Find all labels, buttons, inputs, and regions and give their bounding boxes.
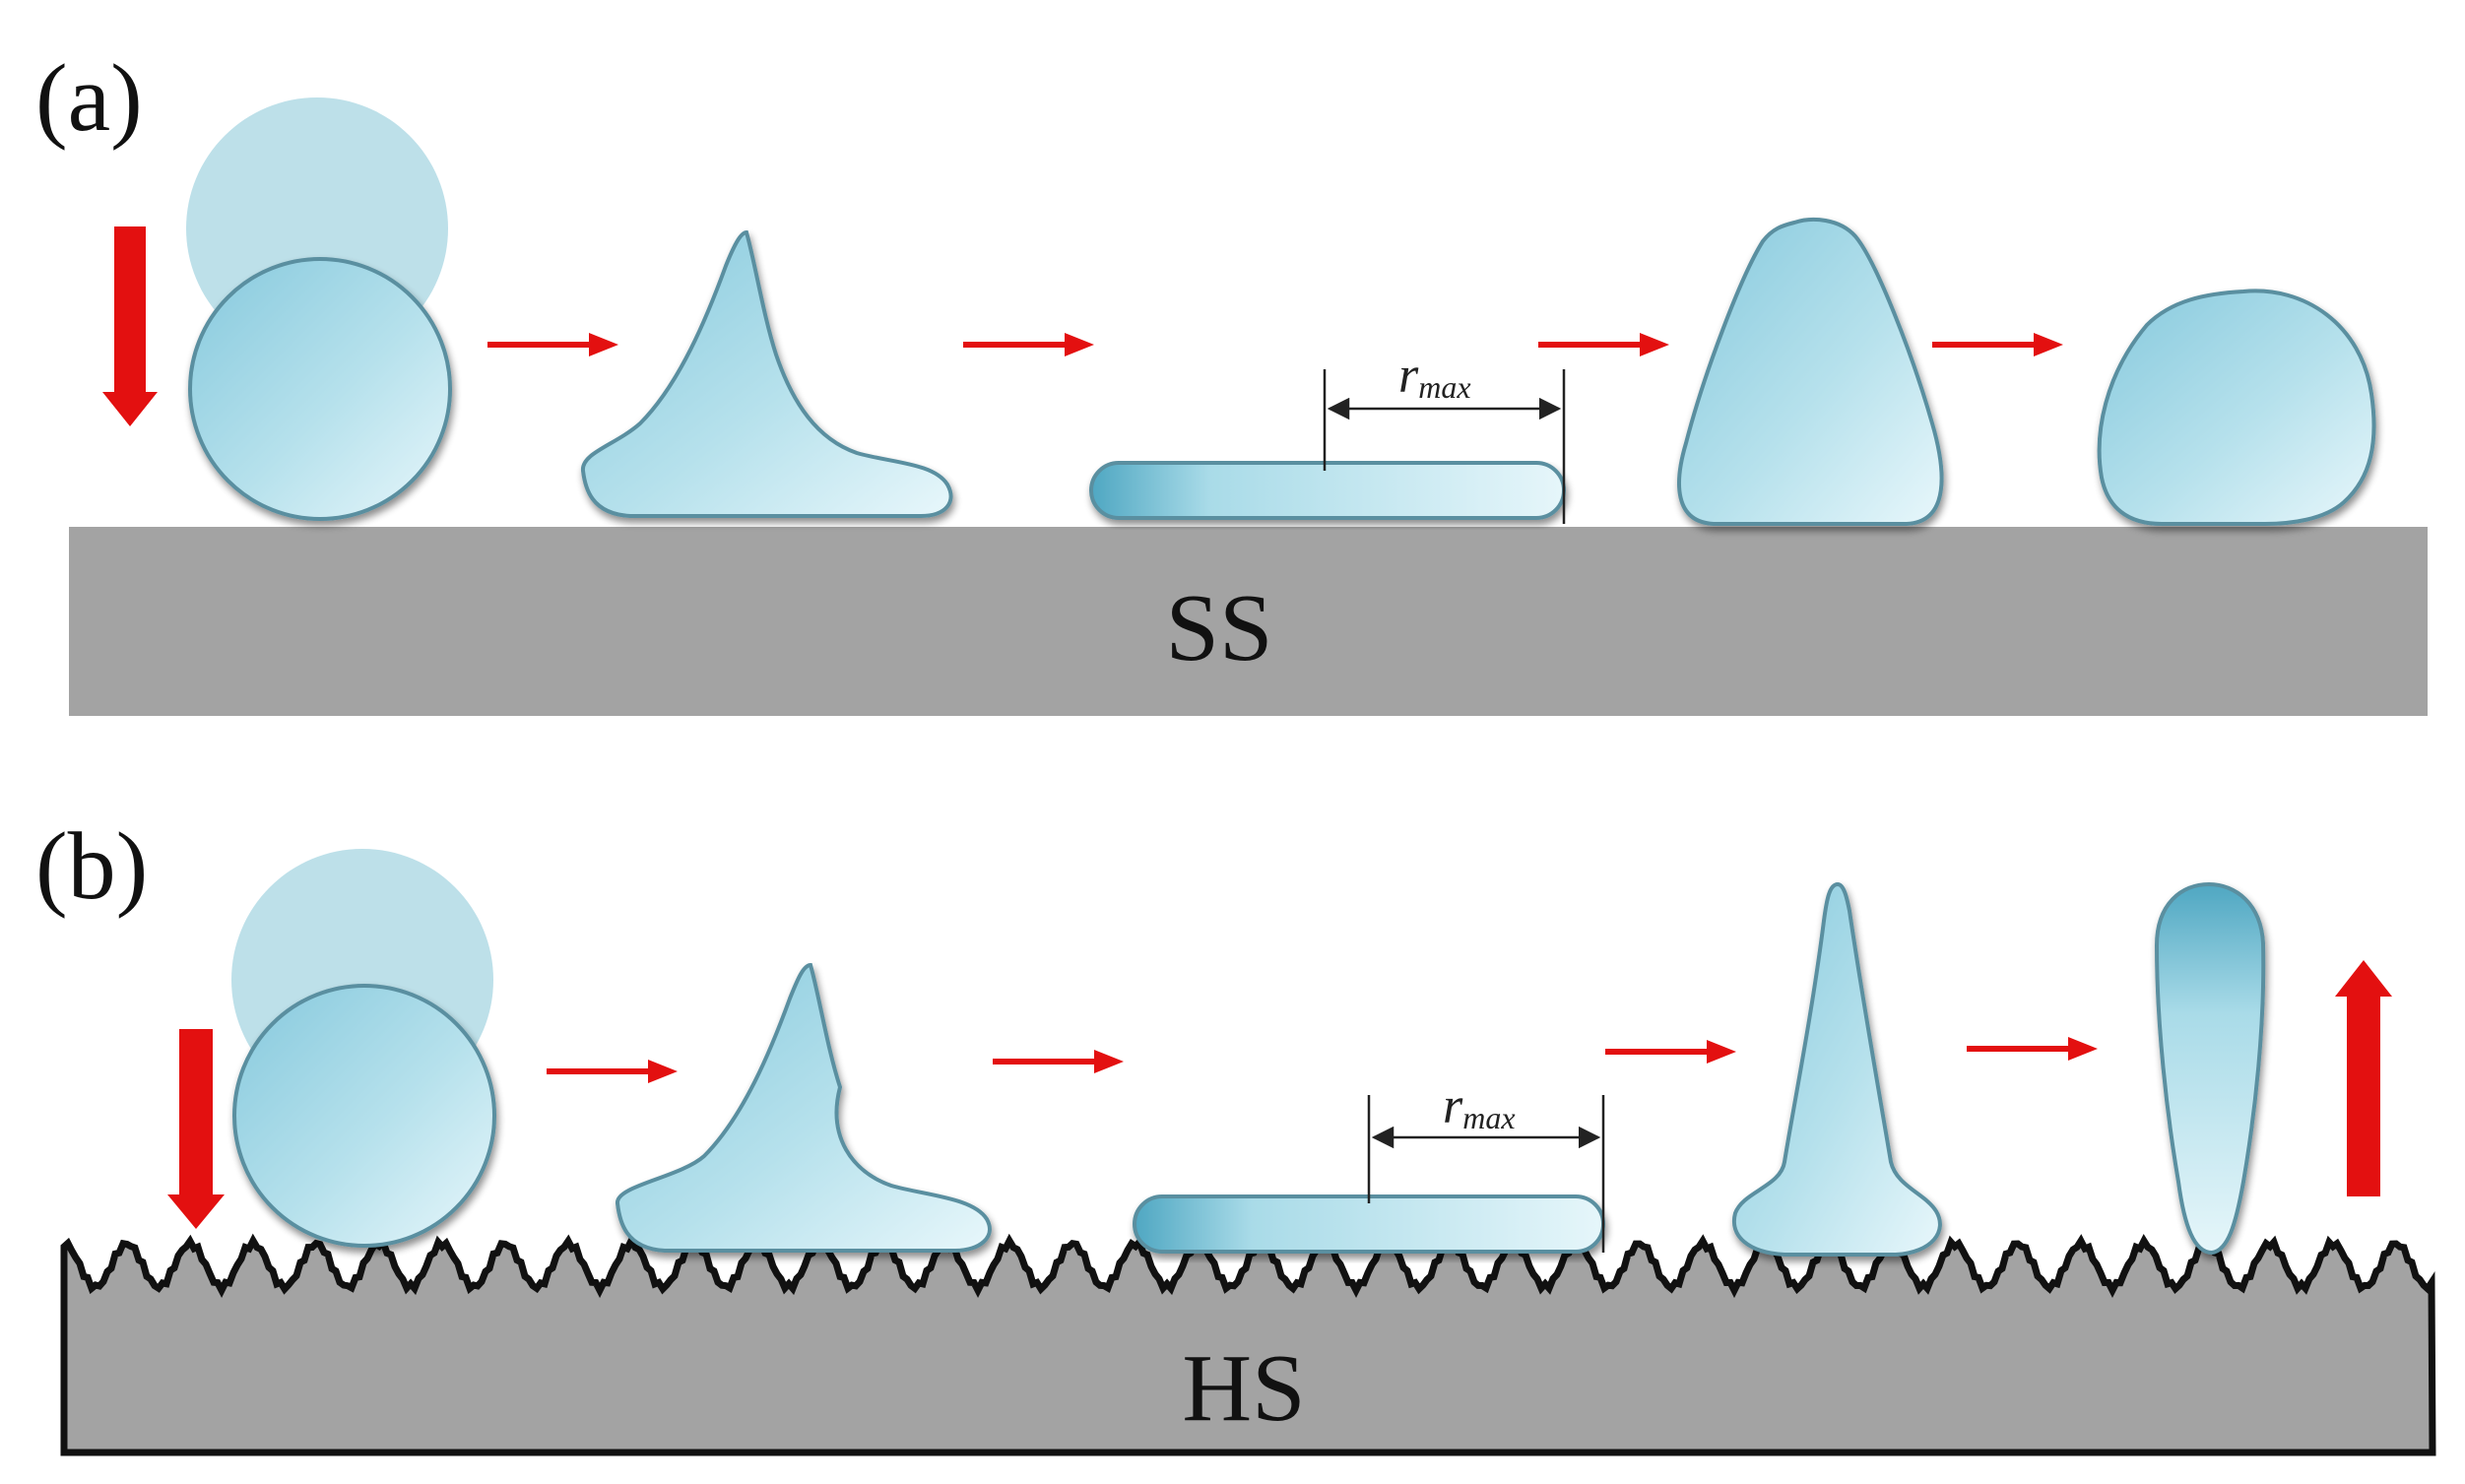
svg-text:rmax: rmax xyxy=(1443,1078,1516,1135)
stage-arrow xyxy=(1967,1037,2098,1061)
stage-arrow xyxy=(547,1060,678,1083)
stage-arrow xyxy=(1538,333,1669,356)
droplet-impact xyxy=(231,849,496,1248)
stage-arrow xyxy=(1605,1040,1736,1064)
impact-arrow-down xyxy=(167,1029,225,1229)
rmax-subscript: max xyxy=(1462,1100,1515,1135)
droplet-recoil xyxy=(1677,217,1944,526)
substrate-label-ss: SS xyxy=(1165,575,1272,681)
droplet-max-spread xyxy=(1133,1194,1605,1254)
rough-substrate xyxy=(60,1233,2436,1456)
droplet-max-spread xyxy=(1089,461,1566,520)
panel-b-label: (b) xyxy=(35,813,148,920)
droplet-rebound xyxy=(2154,881,2266,1256)
rmax-dimension: rmax xyxy=(1323,348,1566,524)
smooth-substrate xyxy=(69,527,2428,716)
rmax-dimension: rmax xyxy=(1367,1078,1605,1253)
substrate-label-hs: HS xyxy=(1182,1335,1305,1442)
stage-arrow xyxy=(1932,333,2063,356)
rmax-symbol: r xyxy=(1398,348,1419,404)
impact-arrow-down xyxy=(102,226,158,426)
droplet-retraction xyxy=(1731,881,1942,1257)
panel-b: (b) HS rmax xyxy=(35,813,2436,1456)
rmax-symbol: r xyxy=(1443,1078,1463,1134)
droplet-rest xyxy=(2097,289,2376,526)
rebound-arrow-up xyxy=(2335,960,2392,1196)
rmax-subscript: max xyxy=(1418,369,1470,405)
stage-arrow xyxy=(487,333,618,356)
panel-a-label: (a) xyxy=(35,45,143,152)
droplet-impact xyxy=(186,97,452,521)
stage-arrow xyxy=(963,333,1094,356)
svg-text:rmax: rmax xyxy=(1398,348,1471,405)
droplet-spreading-shape xyxy=(616,962,992,1253)
stage-arrow xyxy=(993,1050,1124,1073)
panel-a: (a) SS rmax xyxy=(35,45,2428,716)
droplet-spreading-shape xyxy=(581,229,953,518)
